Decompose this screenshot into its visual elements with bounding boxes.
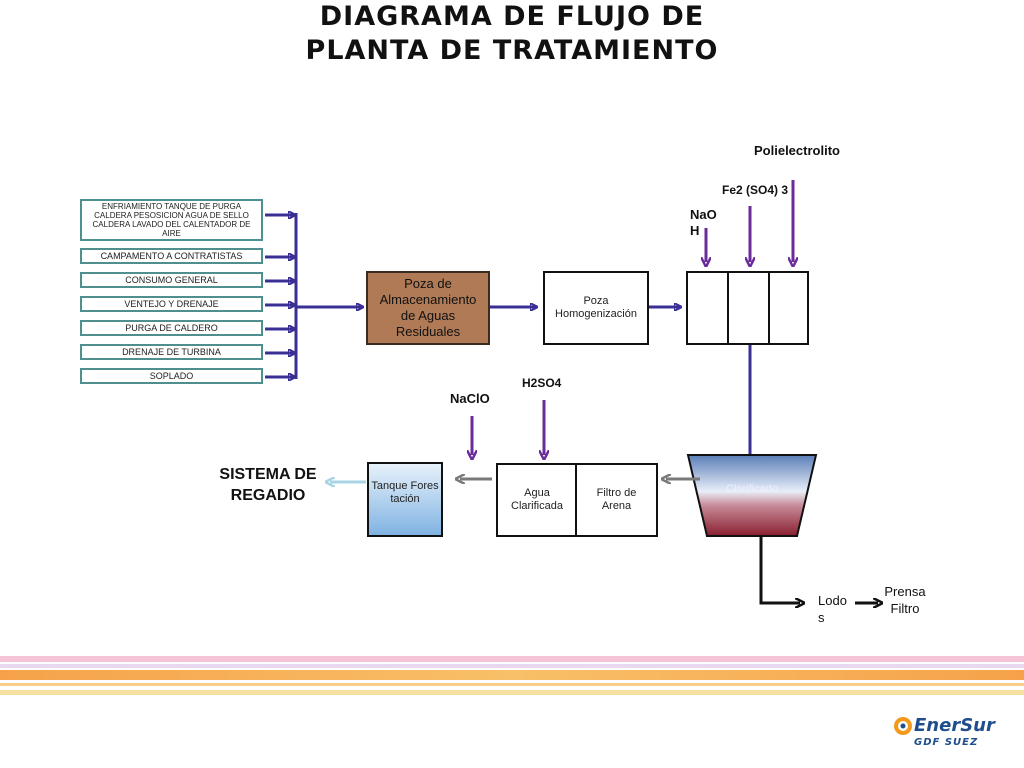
decor-band-pale <box>0 690 1024 695</box>
source-campamento: CAMPAMENTO A CONTRATISTAS <box>80 248 263 264</box>
brand-name: EnerSur <box>914 715 995 736</box>
prensa-filtro: Prensa Filtro <box>884 584 926 616</box>
reagent-fe2so4: Fe2 (SO4) 3 <box>722 183 789 197</box>
poza-homogenizacion: Poza Homogenización <box>543 271 649 345</box>
logo-mark-icon <box>894 717 912 735</box>
source-purga-caldero: PURGA DE CALDERO <box>80 320 263 336</box>
poza-almacenamiento: Poza de Almacenamiento de Aguas Residual… <box>366 271 490 345</box>
clarificado-label: Clarificado <box>726 483 778 495</box>
source-soplado: SOPLADO <box>80 368 263 384</box>
sistema-regadio: SISTEMA DE REGADIO <box>219 466 317 504</box>
filtro-arena: Filtro de Arena <box>575 463 658 537</box>
reagent-h2so4: H2SO4 <box>522 376 562 390</box>
reagent-naoh: NaOH <box>690 207 717 238</box>
source-ventejo-drenaje: VENTEJO Y DRENAJE <box>80 296 263 312</box>
decor-band-orange <box>0 670 1024 680</box>
reactor-cell-3 <box>768 271 809 345</box>
brand-sub: GDF SUEZ <box>914 737 979 748</box>
diagram-title: DIAGRAMA DE FLUJO DE PLANTA DE TRATAMIEN… <box>0 0 1024 68</box>
reagent-polielectrolito: Polielectrolito <box>754 143 840 158</box>
source-consumo-general: CONSUMO GENERAL <box>80 272 263 288</box>
lodos: Lodos <box>818 593 847 625</box>
tanque-forestacion: Tanque Forestación <box>371 480 439 505</box>
decor-band-yellow <box>0 683 1024 686</box>
reagent-naclo: NaClO <box>450 391 490 406</box>
title-line-2: PLANTA DE TRATAMIENTO <box>305 35 719 66</box>
decor-band-lilac <box>0 664 1024 668</box>
agua-clarificada: Agua Clarificada <box>496 463 578 537</box>
source-enfriamiento: ENFRIAMIENTO TANQUE DE PURGA CALDERA PES… <box>80 199 263 241</box>
reactor-cell-2 <box>727 271 770 345</box>
enersur-logo: EnerSur GDF SUEZ <box>892 713 1002 757</box>
decor-band-pink <box>0 656 1024 662</box>
title-line-1: DIAGRAMA DE FLUJO DE <box>319 1 705 32</box>
reactor-cell-1 <box>686 271 729 345</box>
source-drenaje-turbina: DRENAJE DE TURBINA <box>80 344 263 360</box>
